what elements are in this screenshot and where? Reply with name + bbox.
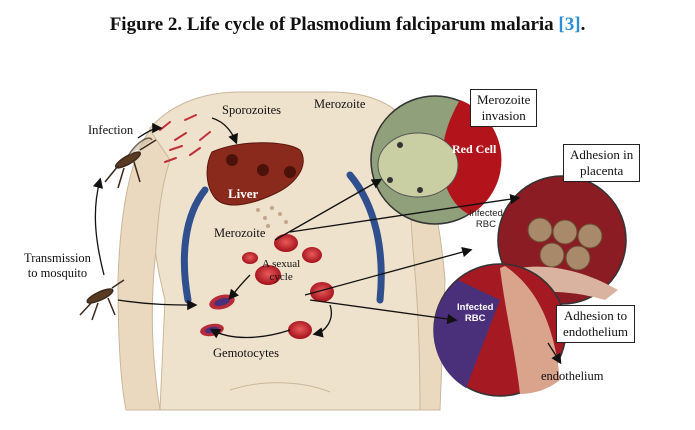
figure-caption: Figure 2. Life cycle of Plasmodium falci… [0,14,695,36]
label-liver: Liver [228,186,259,201]
box-adhesion-endothelium-line1: Adhesion to [563,308,628,323]
mosquito-bottom [79,279,125,321]
left-arm [117,129,171,411]
box-adhesion-placenta-line1: Adhesion in [570,147,634,162]
box-merozoite-invasion: Merozoite invasion [470,89,538,127]
label-transmission-line1: Transmission [24,251,91,265]
liver-schizont [284,166,296,178]
label-asexual-line1: A sexual [262,258,301,270]
label-endothelium: endothelium [541,369,604,383]
inset-endothelium [433,263,567,397]
label-infected-rbc-1-line2: RBC [475,219,496,230]
vein-right [346,171,385,304]
label-merozoite-top: Merozoite [314,97,366,111]
label-gemotocytes: Gemotocytes [213,346,279,360]
box-adhesion-endothelium-line2: endothelium [563,324,628,339]
vein-left [180,186,209,304]
label-transmission-line2: to mosquito [27,266,88,280]
box-merozoite-invasion-line2: invasion [481,108,526,123]
box-adhesion-endothelium: Adhesion to endothelium [556,305,635,343]
lifecycle-arrows [92,117,562,365]
caption-period: . [580,14,586,35]
label-infected-rbc-2-line1: Infected [457,302,494,313]
mosquito-top [104,137,157,189]
label-merozoite-mid: Merozoite [214,226,266,240]
label-infected-rbc-placenta: Infected RBC [469,208,503,230]
label-red-cell: Red Cell [452,142,497,156]
label-transmission: Transmission to mosquito [24,251,91,281]
liver-schizont [226,154,238,166]
label-infected-rbc-2-line2: RBC [464,313,486,324]
box-adhesion-placenta: Adhesion in placenta [563,144,641,182]
liver-schizont [257,164,269,176]
box-adhesion-placenta-line2: placenta [579,163,624,178]
label-infected-rbc-1-line1: Infected [469,208,503,219]
label-asexual-cycle: A sexual cycle [262,258,300,284]
abdomen-lines [229,382,331,393]
label-sporozoites: Sporozoites [222,103,282,117]
label-infected-rbc-endothelium: Infected RBC [457,302,493,324]
label-infection: Infection [88,123,134,137]
box-merozoite-invasion-line1: Merozoite [477,92,531,107]
caption-reference-link[interactable]: [3] [558,14,581,35]
inset-merozoite-invasion [370,95,502,225]
merozoite-dots [256,206,288,228]
body-red-cells [242,234,334,339]
label-asexual-line2: cycle [269,271,293,283]
caption-text: Figure 2. Life cycle of Plasmodium falci… [109,14,559,35]
